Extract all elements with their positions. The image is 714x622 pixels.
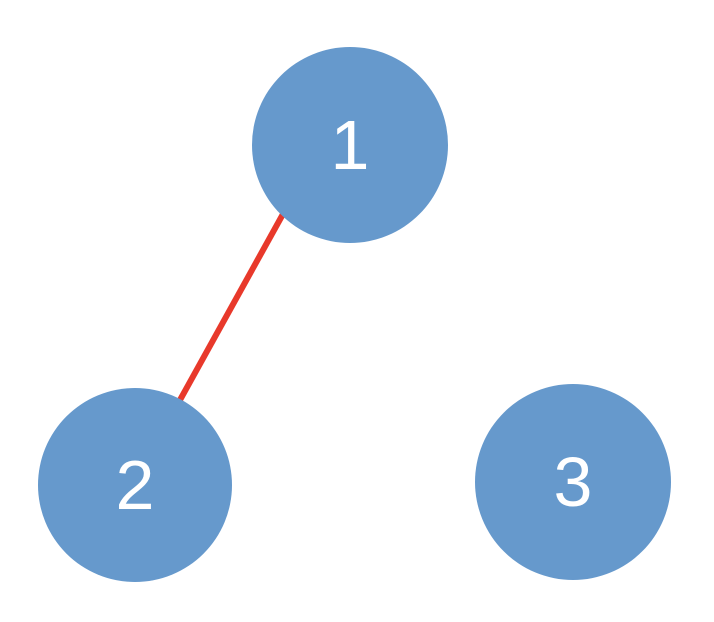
- node-1[interactable]: 1: [252, 47, 448, 243]
- edge-node1-node2[interactable]: [177, 212, 286, 402]
- node-2[interactable]: 2: [38, 388, 232, 582]
- node-1-label: 1: [330, 106, 370, 184]
- node-3[interactable]: 3: [475, 384, 671, 580]
- node-2-label: 2: [115, 446, 155, 524]
- node-3-label: 3: [553, 443, 593, 521]
